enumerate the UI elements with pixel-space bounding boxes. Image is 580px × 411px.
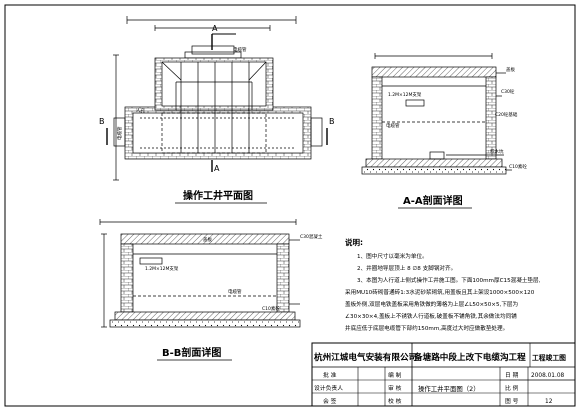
aa-bottom-slab [365, 158, 503, 168]
plan-view-title: 操作工井平面图 [183, 189, 253, 202]
bb-bottom-slab [114, 311, 296, 321]
aa-label-beam: 1.2M×12M支架 [388, 91, 422, 98]
notes-heading: 说明: [345, 237, 363, 247]
sheet-border [4, 4, 576, 407]
role-countersign: 会 签 [323, 397, 337, 405]
bb-label-pipe: 电缆管 [228, 288, 242, 295]
aa-label-sump: 积水坑 [490, 148, 504, 155]
project-name: 备塘路中段上改下电缆沟工程 [413, 351, 526, 363]
role-review: 审 核 [388, 384, 402, 392]
bb-wall-left [120, 243, 134, 313]
date-label: 日 期 [505, 372, 519, 379]
aa-cover-slab [371, 66, 497, 78]
aa-wall-right [485, 76, 497, 160]
bb-label-bottom: C10素砼 [262, 305, 280, 312]
aa-gravel-bed [361, 166, 507, 175]
aa-label-pipe: 电缆管 [386, 122, 400, 129]
bb-label-beam: 1.2M×12M支架 [145, 265, 179, 272]
section-aa [361, 53, 512, 175]
plan-mark-a-top: A [212, 24, 218, 33]
notes-item-4: 采用MU10砖砌普通砖1:3水泥砂浆砌筑,用盖板且其上架设1000×500×12… [345, 288, 535, 296]
company-name: 杭州江城电气安装有限公司 [314, 351, 417, 363]
sheet-label: 图 号 [505, 397, 519, 405]
role-check: 校 核 [388, 397, 402, 405]
notes-item-1: 1、图中尺寸以毫米为单位。 [357, 252, 428, 260]
bb-cover-slab [120, 233, 290, 245]
section-bb-title: B-B剖面详图 [162, 346, 221, 359]
bb-wall-right [276, 243, 290, 313]
bb-gravel-bed [109, 319, 301, 328]
plan-mark-b-left: B [99, 117, 105, 126]
sheet-value: 12 [545, 399, 553, 405]
notes: 说明: 1、图中尺寸以毫米为单位。 2、井圈地导层顶上 8 ∅8 支脚钢对齐。 … [345, 237, 541, 332]
bb-label-concrete: C30混凝土 [300, 233, 323, 240]
side-pipe-left [113, 117, 126, 147]
cover-block-top [191, 45, 235, 55]
aa-label-cover-slab: 盖板 [506, 66, 515, 73]
bb-label-cover-slab: 盖板 [203, 236, 212, 243]
aa-wall-left [371, 76, 383, 160]
scale-label: 比 例 [505, 384, 519, 392]
plan-view [106, 16, 328, 181]
role-design-lead: 设计负责人 [314, 384, 343, 392]
plan-label-duct: 人孔 [136, 107, 145, 114]
notes-item-3: 3、本图为人行道上侧式操作工井施工图。下面100mm厚C15混凝土垫层, [357, 276, 541, 284]
role-approve: 批 准 [323, 371, 337, 379]
plan-label-cover: 电缆管 [233, 46, 247, 53]
plan-mark-a-bottom: A [214, 164, 220, 173]
stage-name: 工程竣工图 [532, 353, 566, 362]
plan-mark-b-right: B [329, 117, 335, 126]
title-block [4, 4, 576, 407]
aa-label-base: C20砼基础 [495, 111, 518, 118]
notes-item-7: 井底应低于底层电缆管下部约150mm,高度过大时应做散垫处理。 [345, 324, 508, 332]
notes-item-2: 2、井圈地导层顶上 8 ∅8 支脚钢对齐。 [357, 264, 456, 272]
date-value: 2008.01.08 [531, 373, 565, 379]
plan-label-side: 电缆管 [116, 126, 123, 140]
section-aa-title: A-A剖面详图 [403, 194, 463, 207]
aa-label-concrete: C30砼 [501, 88, 515, 95]
drawing-name: 操作工井平面图（2） [418, 384, 480, 393]
notes-item-6: ∠30×30×4,盖板上不锈铁人行道板,破盖板不铺角铁,其余做法均同铺 [345, 312, 517, 320]
aa-label-bottom: C10素砼 [509, 163, 527, 170]
section-bb [99, 219, 301, 328]
side-pipe-right [310, 117, 323, 147]
role-compile: 编 制 [388, 371, 402, 379]
notes-item-5: 盖板外侧,双层电铁盖板采用角铁做的薄格为上层∠L50×50×5,下层为 [345, 300, 519, 308]
